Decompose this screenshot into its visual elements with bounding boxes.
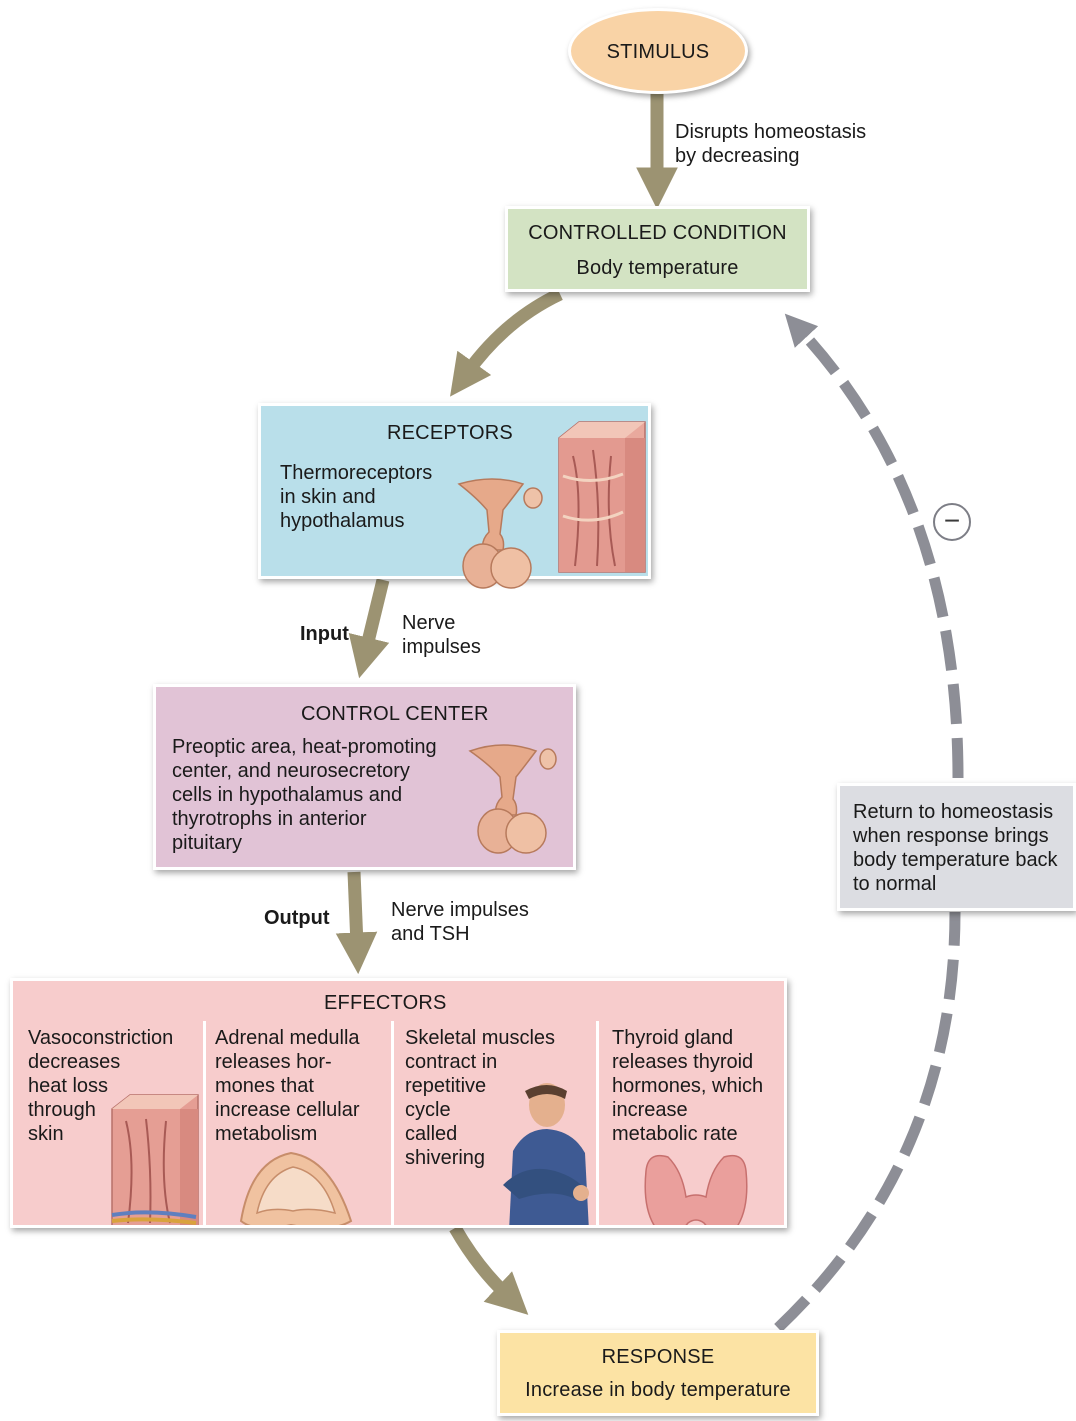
controlled-condition-subtitle: Body temperature (508, 257, 807, 280)
return-note-text: Return to homeostasis when response brin… (853, 800, 1058, 896)
response-title: RESPONSE (500, 1346, 816, 1369)
controlled-to-receptors-arrow (467, 294, 560, 373)
receptors-title: RECEPTORS (387, 422, 513, 445)
effectors-box: EFFECTORS Vasoconstriction decreases hea… (10, 978, 787, 1228)
output-text: Nerve impulses and TSH (391, 898, 529, 946)
receptors-box: RECEPTORS Thermoreceptors in skin and hy… (258, 403, 651, 579)
input-label: Input (300, 622, 349, 646)
thyroid-illustration (638, 1151, 753, 1228)
stimulus-label: STIMULUS (571, 41, 745, 64)
input-text: Nerve impulses (402, 611, 481, 659)
control-center-text: Preoptic area, heat-promoting center, an… (172, 735, 437, 855)
skin-vessel-illustration (108, 1091, 203, 1228)
feedback-loop-upper (800, 330, 958, 778)
effectors-divider-1 (203, 1021, 206, 1228)
stimulus-oval: STIMULUS (568, 8, 748, 94)
controlled-condition-title: CONTROLLED CONDITION (508, 222, 807, 245)
adrenal-illustration (231, 1141, 361, 1228)
response-subtitle: Increase in body temperature (500, 1379, 816, 1402)
control-center-title: CONTROL CENTER (301, 703, 489, 726)
stimulus-arrow-text: Disrupts homeostasis by decreasing (675, 120, 866, 168)
input-arrow (366, 580, 383, 650)
effectors-divider-3 (596, 1021, 599, 1228)
receptors-text: Thermoreceptors in skin and hypothalamus (280, 461, 432, 533)
control-center-box: CONTROL CENTER Preoptic area, heat-promo… (153, 684, 576, 870)
response-box: RESPONSE Increase in body temperature (497, 1330, 819, 1416)
controlled-condition-box: CONTROLLED CONDITION Body temperature (505, 206, 810, 292)
feedback-loop-lower (778, 912, 955, 1328)
effector-adrenal-text: Adrenal medulla releases hor- mones that… (215, 1026, 360, 1146)
effectors-to-response-arrow (455, 1228, 507, 1295)
pituitary-illustration (464, 737, 564, 857)
shivering-man-illustration (495, 1081, 595, 1228)
effectors-title: EFFECTORS (324, 992, 447, 1015)
output-arrow (354, 872, 357, 945)
hypothalamus-illustration (453, 470, 549, 590)
output-label: Output (264, 906, 330, 930)
effector-thyroid-text: Thyroid gland releases thyroid hormones,… (612, 1026, 763, 1146)
effectors-divider-2 (391, 1021, 394, 1228)
skin-illustration (553, 416, 649, 576)
negative-sign: − (944, 505, 960, 536)
return-to-homeostasis-note: Return to homeostasis when response brin… (837, 783, 1076, 911)
negative-feedback-icon: − (933, 503, 971, 541)
